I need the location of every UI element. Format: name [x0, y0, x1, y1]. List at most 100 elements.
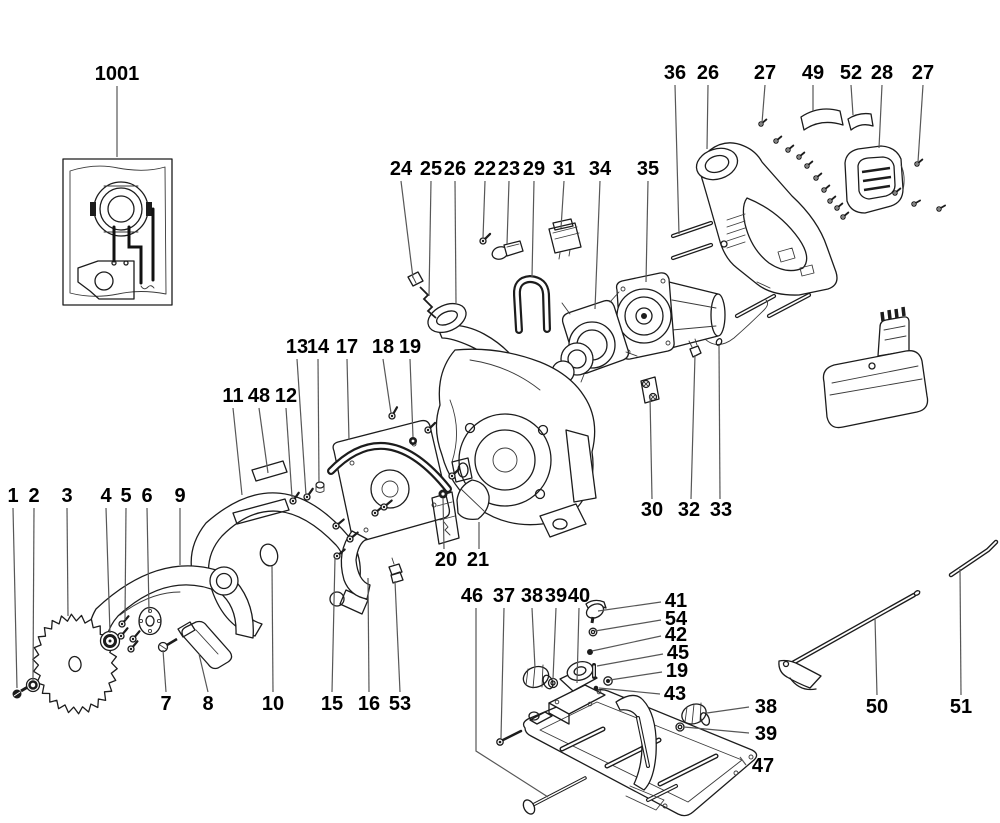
leader-callout-41: [597, 601, 662, 612]
callout-47: 47: [752, 755, 774, 777]
callout-17: 17: [336, 336, 358, 358]
callout-36: 36: [664, 62, 686, 84]
plug-42: [587, 649, 593, 655]
leader-callout-31: [560, 180, 565, 229]
leader-callout-5: [124, 507, 127, 621]
pin-33: [715, 338, 723, 346]
callout-26-a: 26: [697, 62, 719, 84]
leader-callout-30: [649, 395, 653, 500]
battery-body: [822, 350, 929, 429]
screw-head-dot: [291, 499, 295, 503]
callout-6: 6: [141, 485, 152, 507]
leader-callout-42: [591, 635, 662, 652]
screw-head-dot: [916, 163, 918, 165]
callout-22: 22: [474, 158, 496, 180]
callout-21: 21: [467, 549, 489, 571]
rear-housing-group: [670, 108, 929, 429]
label-ribbon-52: [847, 112, 874, 131]
leader-callout-3: [66, 507, 69, 617]
fence-clamp-parts: [585, 599, 613, 691]
leader-callout-19-b: [609, 671, 663, 681]
screw-head-dot: [390, 414, 394, 418]
leader-callout-39-a: [552, 607, 557, 680]
callout-18: 18: [372, 336, 394, 358]
callout-16: 16: [358, 693, 380, 715]
callout-19-b: 19: [666, 660, 688, 682]
callout-2: 2: [28, 485, 39, 507]
leader-callout-20: [442, 497, 445, 550]
screw-head-dot: [823, 189, 825, 191]
leader-callout-1: [12, 507, 18, 689]
leader-callout-15: [331, 557, 336, 693]
leader-callout-37: [500, 607, 505, 739]
callout-26-b: 26: [444, 158, 466, 180]
sticker-on-guard: [232, 498, 290, 525]
depth-lever-8: [181, 620, 233, 670]
leader-callout-14: [317, 358, 320, 484]
callout-49: 49: [802, 62, 824, 84]
leader-callout-51: [959, 568, 962, 696]
callout-52: 52: [840, 62, 862, 84]
upper-guard-assembly: [327, 419, 490, 545]
leader-callout-2: [32, 507, 35, 681]
brush-holder: [640, 376, 660, 404]
screw-head-dot: [120, 622, 124, 626]
callout-46: 46: [461, 585, 483, 607]
screw-head-dot: [842, 216, 844, 218]
callout-24: 24: [390, 158, 413, 180]
base-plate: [522, 689, 758, 817]
screw-head-dot: [119, 634, 123, 638]
callout-30: 30: [641, 499, 663, 521]
screw-head-dot: [382, 505, 386, 509]
callout-28: 28: [871, 62, 893, 84]
screw-head-dot: [836, 207, 838, 209]
callout-29: 29: [523, 158, 545, 180]
leader-callout-6: [146, 507, 150, 613]
screw-head-dot: [305, 495, 309, 499]
guard-hole-10: [259, 543, 279, 567]
leader-callout-27-b: [917, 84, 924, 163]
screw-head-dot: [334, 524, 338, 528]
callout-14: 14: [307, 336, 330, 358]
wing-knob-41: [585, 603, 605, 619]
screw-head-dot: [798, 156, 800, 158]
leader-callout-29: [531, 180, 535, 278]
base-plate-group: [496, 599, 758, 817]
switch-wiring-inset: [62, 158, 173, 306]
spring-25: [419, 286, 437, 319]
callout-25: 25: [420, 158, 442, 180]
leader-callout-11: [232, 407, 243, 496]
callout-38-b: 38: [755, 696, 777, 718]
battery-pack: [822, 306, 929, 429]
leader-callout-38-a: [531, 607, 536, 669]
screw-head-dot: [806, 165, 808, 167]
motor-group: [547, 272, 769, 404]
clip-53: [388, 557, 404, 584]
screw-37: [499, 729, 523, 743]
leader-callout-24: [400, 180, 414, 279]
leader-callout-18: [382, 358, 392, 414]
screw-head-dot: [373, 511, 377, 515]
trigger-block: [407, 271, 424, 287]
callout-35: 35: [637, 158, 659, 180]
callout-31: 31: [553, 158, 575, 180]
screw-head-dot: [450, 474, 454, 478]
callout-11: 11: [222, 385, 243, 407]
callout-19-a: 19: [399, 336, 421, 358]
knob-38a: [522, 665, 550, 689]
callout-33: 33: [710, 499, 732, 521]
screw-head-dot: [760, 123, 762, 125]
callout-10: 10: [262, 693, 284, 715]
callout-27-a: 27: [754, 62, 776, 84]
sticker-48: [251, 460, 288, 482]
callout-1001: 1001: [95, 63, 140, 85]
screw-head-dot: [335, 554, 339, 558]
leader-callout-50: [874, 617, 878, 696]
rip-fence: [778, 590, 921, 691]
terminal-clip: [689, 345, 702, 358]
callout-23: 23: [498, 158, 520, 180]
screw-head-dot: [775, 140, 777, 142]
switch-symbol: [77, 260, 135, 300]
leader-callout-7: [162, 649, 167, 693]
